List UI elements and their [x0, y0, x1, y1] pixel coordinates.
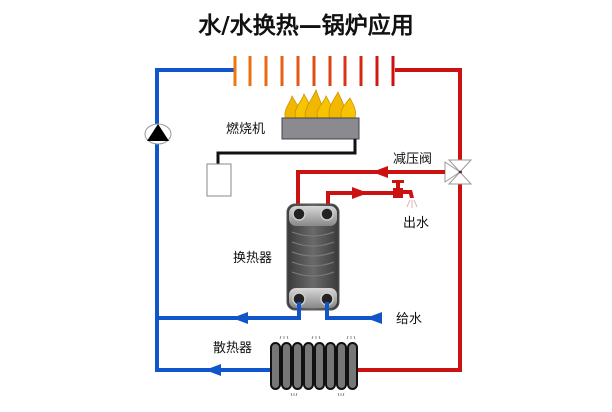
boiler-heating-element	[233, 56, 395, 86]
hot-supply-pipe	[355, 68, 462, 372]
pressure-valve-label: 减压阀	[393, 152, 432, 167]
controller-box-icon	[206, 163, 232, 197]
diagram-title: 水/水换热—锅炉应用	[198, 12, 413, 39]
flame-icon	[284, 88, 356, 121]
burner-body	[281, 117, 360, 140]
plate-heat-exchanger-icon	[286, 203, 340, 311]
pressure-reducing-valve-icon	[444, 159, 473, 185]
pump-icon	[144, 123, 172, 145]
water-out-label: 出水	[403, 216, 429, 231]
cold-outlet-pipe	[157, 302, 301, 320]
cold-return-pipe	[155, 68, 270, 372]
flow-arrow-cold-in	[366, 312, 382, 324]
cold-feed-pipe	[325, 302, 380, 320]
hot-feed-pipe	[296, 170, 445, 212]
water-in-label: 给水	[396, 312, 422, 327]
control-line	[216, 139, 357, 164]
burner-label: 燃烧机	[226, 121, 265, 137]
flow-arrow-hot-feed	[372, 166, 388, 178]
flow-arrow-cold-out	[232, 312, 248, 324]
faucet-icon	[392, 180, 418, 208]
radiator-icon	[270, 335, 358, 397]
flow-arrow-hot-out	[352, 187, 368, 199]
flow-arrow-return	[205, 364, 221, 376]
burner	[281, 88, 360, 140]
heat-exchanger-label: 换热器	[233, 251, 272, 266]
radiator-label: 散热器	[213, 341, 252, 356]
